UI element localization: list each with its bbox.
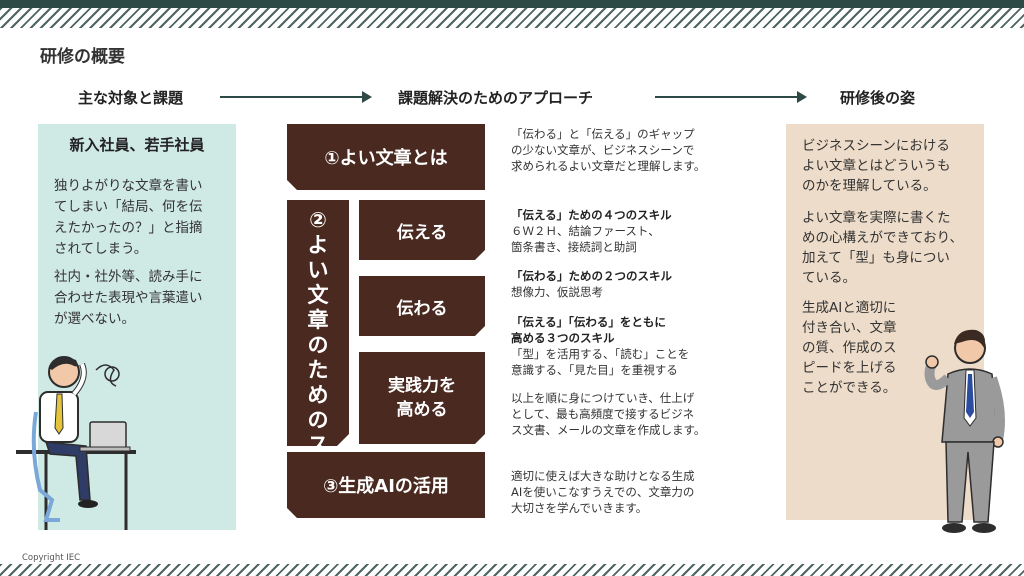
page-title: 研修の概要 <box>40 47 125 67</box>
arrow-2 <box>655 91 807 103</box>
desc-practice: 以上を順に身につけていき、仕上げ として、最も高頻度で接するビジネ ス文書、メー… <box>511 391 706 437</box>
desc-both-skills: 「伝える」「伝わる」をともに 高める３つのスキル 「型」を活用する、「読む」こと… <box>511 315 690 377</box>
arrow-1 <box>220 91 372 103</box>
outcome-para-2: よい文章を実際に書くた めの心構えができており、 加えて「型」も身につい ている… <box>802 210 964 286</box>
target-title: 新入社員、若手社員 <box>69 136 205 154</box>
outcome-para-1: ビジネスシーンにおける よい文章とはどういうも のかを理解している。 <box>802 138 951 194</box>
target-para-1: 独りよがりな文章を書い てしまい「結局、何を伝 えたかったの？」と指摘 されてし… <box>54 178 203 257</box>
skill-practice: 実践力を 高める <box>359 352 485 444</box>
copyright-text: Copyright IEC <box>22 553 81 563</box>
bottom-stripe <box>0 564 1024 576</box>
approach-skills-vertical: ② よ い 文 章 の た め の ス キ ル <box>287 200 349 446</box>
desc-convey-skills: 「伝える」ための４つのスキル ６Ｗ２Ｈ、結論ファースト、 箇条書き、接続詞と助詞 <box>511 208 672 254</box>
header-outcome: 研修後の姿 <box>840 89 916 107</box>
target-panel: 新入社員、若手社員 独りよがりな文章を書い てしまい「結局、何を伝 えたかったの… <box>38 124 236 530</box>
header-approach: 課題解決のためのアプローチ <box>398 89 594 107</box>
header-target: 主な対象と課題 <box>78 89 184 107</box>
approach-good-writing: ①よい文章とは <box>287 124 485 190</box>
target-para-2: 社内・社外等、読み手に 合わせた表現や言葉遣い が選べない。 <box>54 269 203 327</box>
top-stripe <box>0 0 1024 30</box>
skill-understood: 伝わる <box>359 276 485 336</box>
outcome-panel: ビジネスシーンにおける よい文章とはどういうも のかを理解している。 よい文章を… <box>786 124 984 520</box>
outcome-para-3: 生成AIと適切に 付き合い、文章 の質、作成のス ピードを上げる ことができる。 <box>802 300 897 396</box>
desc-understood-skills: 「伝わる」ための２つのスキル 想像力、仮説思考 <box>511 269 672 299</box>
desc-good-writing: 「伝わる」と「伝える」のギャップ の少ない文章が、ビジネスシーンで 求められるよ… <box>511 127 706 173</box>
approach-generative-ai: ③生成AIの活用 <box>287 452 485 518</box>
confident-businessman-illustration <box>924 329 1005 533</box>
desc-generative-ai: 適切に使えば大きな助けとなる生成 AIを使いこなすうえでの、文章力の 大切さを学… <box>511 469 695 515</box>
skill-convey: 伝える <box>359 200 485 260</box>
stressed-worker-illustration <box>16 356 136 530</box>
